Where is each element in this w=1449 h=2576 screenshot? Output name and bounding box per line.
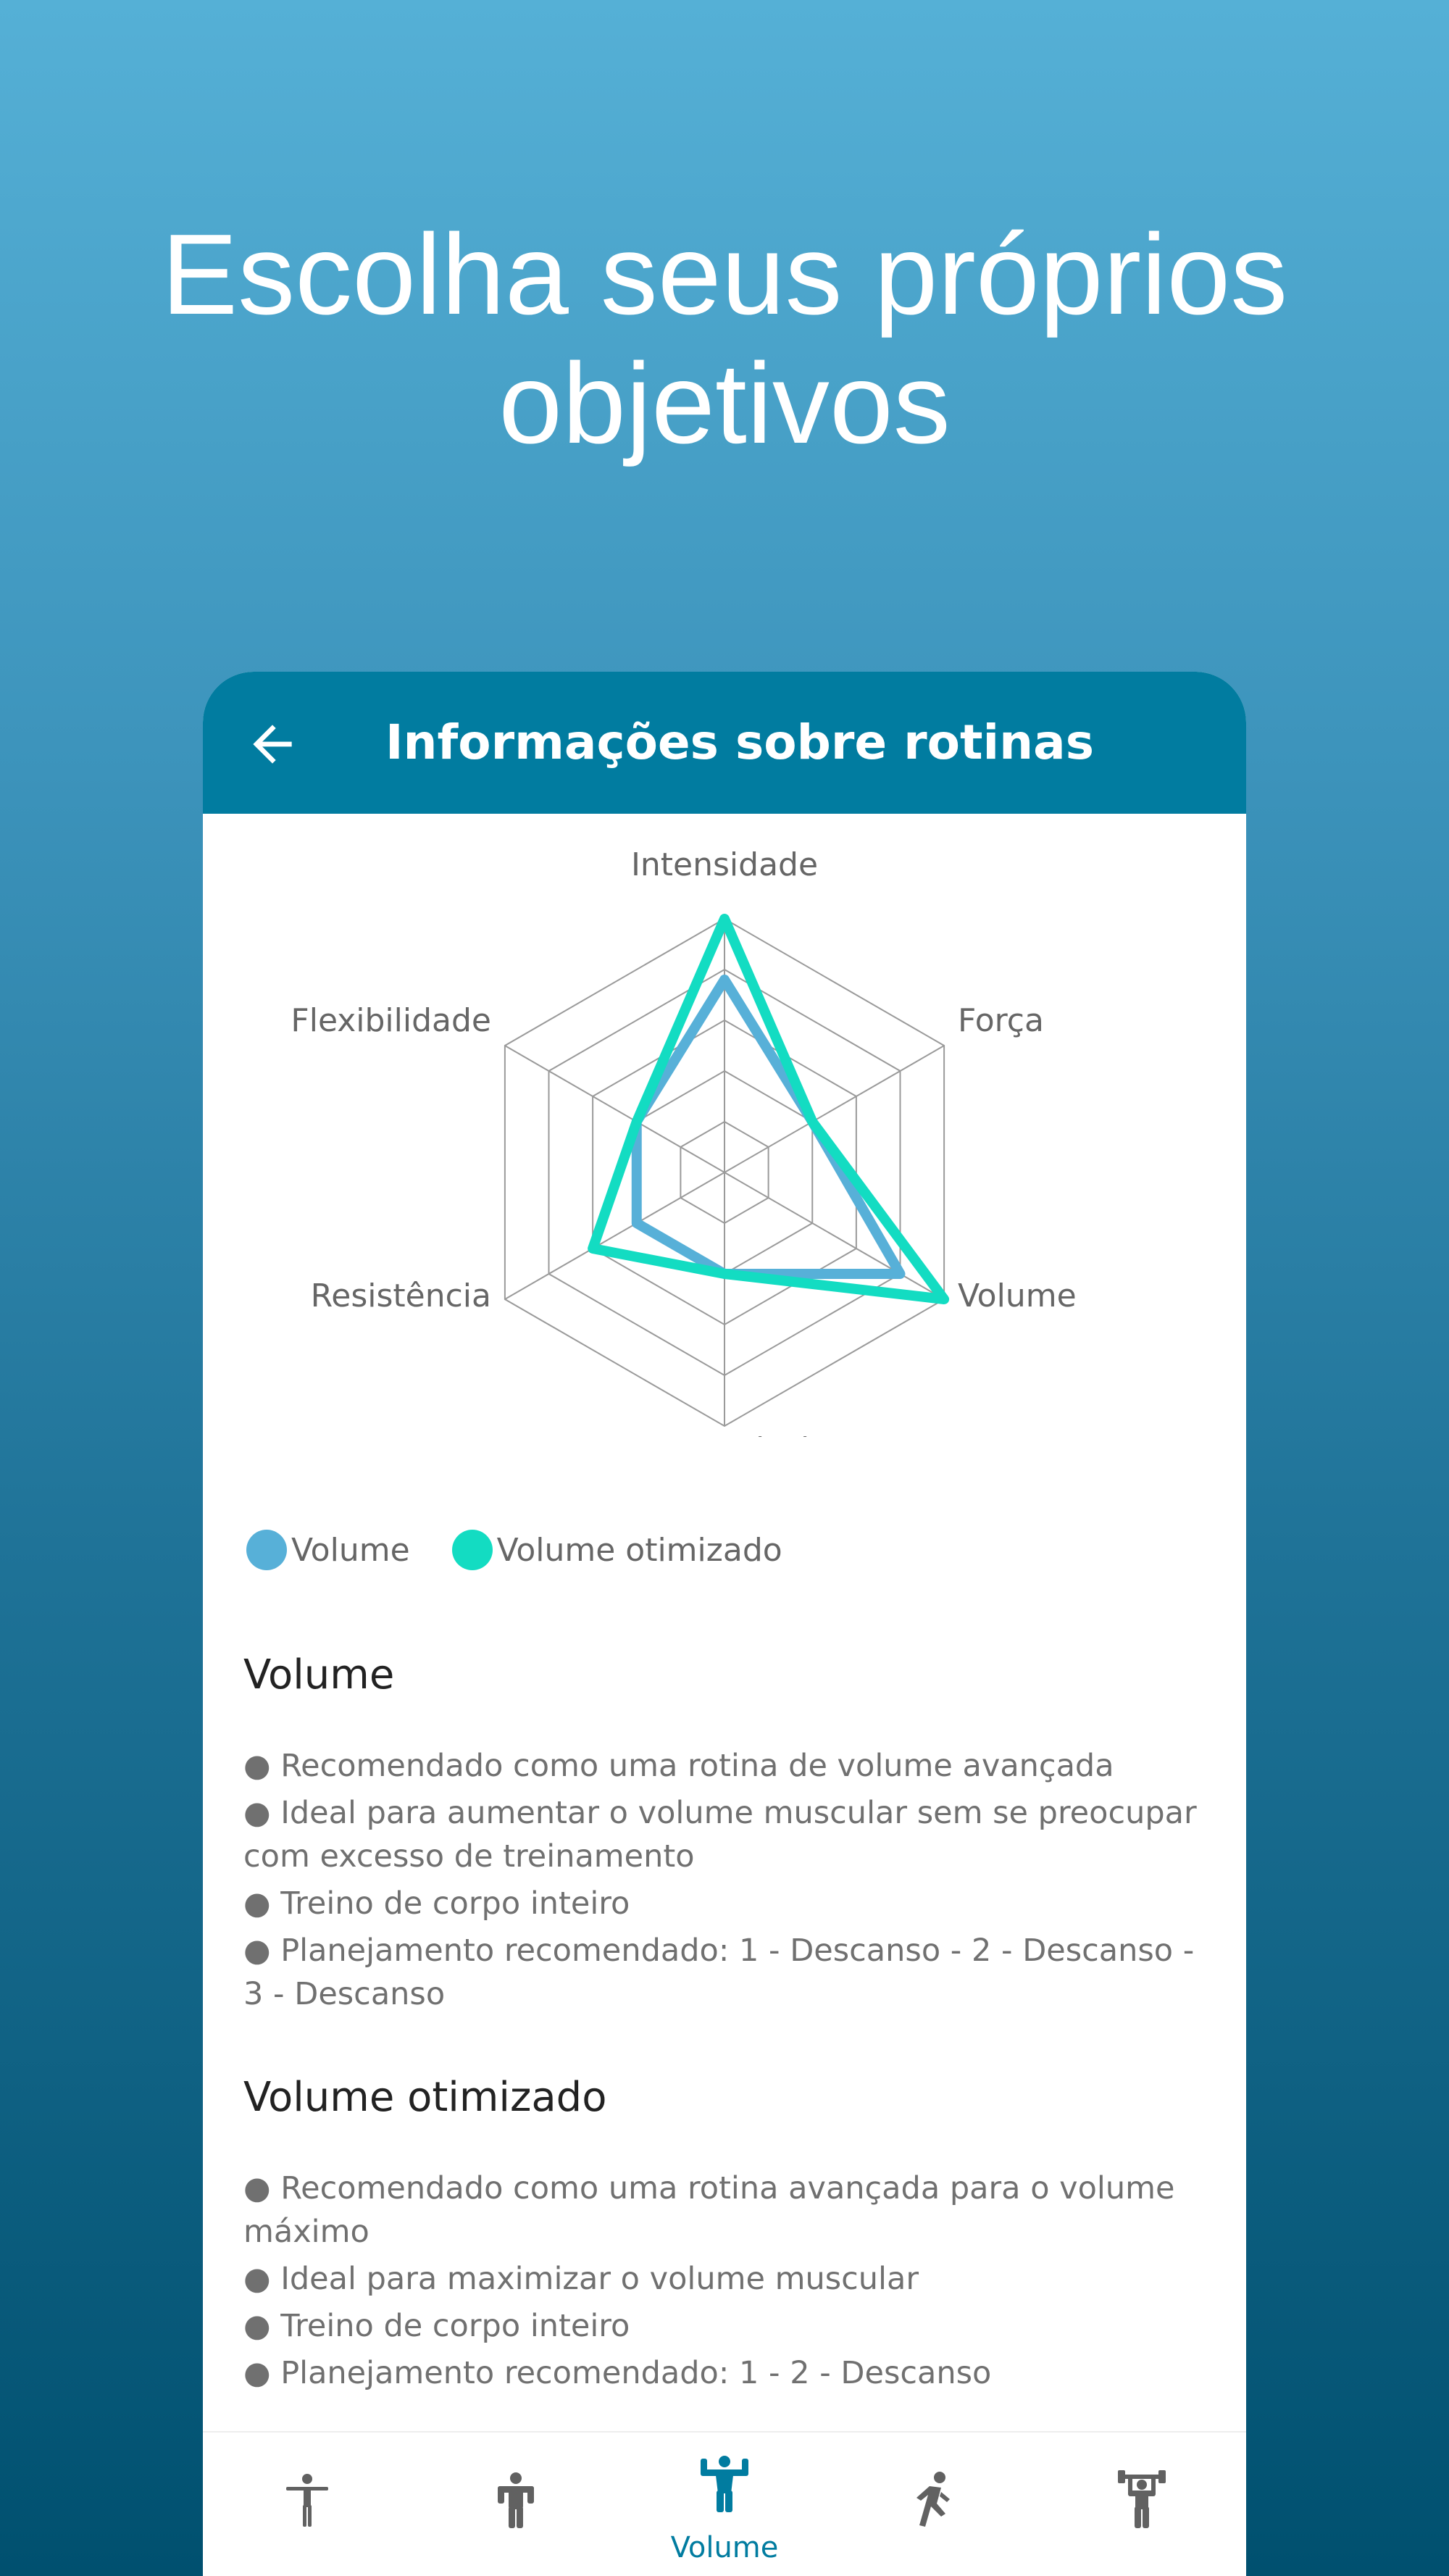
radar-spoke [724,1045,945,1173]
chart-legend: Volume Volume otimizado [246,1527,824,1573]
radar-chart: IntensidadeForçaVolumeForça explosiva Res… [291,846,1076,1437]
nav-label: Volume [670,2531,779,2564]
nav-item-person-strong[interactable] [412,2433,620,2576]
radar-axis-labels: IntensidadeForçaVolumeForça explosiva Res… [291,846,1076,1437]
nav-item-person-muscular[interactable]: Volume [620,2433,829,2576]
radar-axis-label: Intensidade [631,846,818,883]
headline-line-2: objetivos [498,340,951,467]
routine-descriptions: Volume ● Recomendado como uma rotina de v… [243,1650,1214,2451]
list-item: ● Planejamento recomendado: 1 - Descanso… [243,1933,1195,2012]
list-item: ● Planejamento recomendado: 1 - 2 - Desc… [243,2355,992,2391]
legend-label: Volume [291,1531,410,1569]
radar-series [588,914,950,1304]
headline: Escolha seus próprios objetivos [0,210,1449,468]
legend-label: Volume otimizado [496,1531,782,1569]
radar-axis-label: Volume [958,1277,1077,1314]
person-slim-icon [286,2474,328,2527]
running-icon [916,2472,950,2527]
legend-dot [246,1530,287,1570]
legend-item[interactable]: Volume [246,1530,410,1570]
list-item: ● Treino de corpo inteiro [243,2308,630,2344]
bottom-navigation: Volume [203,2431,1246,2576]
app-bar: Informações sobre rotinas [203,672,1246,814]
back-button[interactable] [243,715,301,773]
person-strong-icon [498,2472,534,2528]
person-muscular-icon [701,2456,748,2512]
list-item: ● Recomendado como uma rotina avançada p… [243,2170,1175,2250]
radar-spoke [504,1045,725,1173]
section-title: Volume otimizado [243,2074,607,2121]
weightlifter-icon [1118,2470,1166,2528]
page-title: Informações sobre rotinas [385,714,1094,770]
list-item: ● Ideal para aumentar o volume muscular … [243,1795,1197,1875]
radar-axis-label: Força [958,1002,1044,1039]
list-item: ● Ideal para maximizar o volume muscular [243,2261,919,2297]
list-item: ● Treino de corpo inteiro [243,1885,630,1922]
legend-dot [451,1530,493,1570]
radar-axis-label: Força explosiva [601,1431,848,1437]
arrow-back-icon [253,725,292,764]
list-item: ● Recomendado como uma rotina de volume … [243,1748,1114,1784]
bullet-list: ● Recomendado como uma rotina avançada p… [243,2167,1214,2395]
nav-item-running[interactable] [829,2433,1037,2576]
radar-axis-label: Resistência [311,1277,491,1314]
radar-series-volume-otimizado [588,914,950,1304]
radar-axis-label: Flexibilidade [291,1002,491,1039]
section-title: Volume [243,1651,395,1698]
radar-grid [504,917,945,1427]
nav-item-weightlifter[interactable] [1037,2433,1246,2576]
legend-item[interactable]: Volume otimizado [451,1530,782,1570]
bullet-list: ● Recomendado como uma rotina de volume … [243,1744,1214,2016]
radar-spoke [724,1172,945,1300]
nav-item-person-slim[interactable] [203,2433,412,2576]
headline-line-1: Escolha seus próprios [161,211,1288,338]
radar-spoke [504,1172,725,1300]
